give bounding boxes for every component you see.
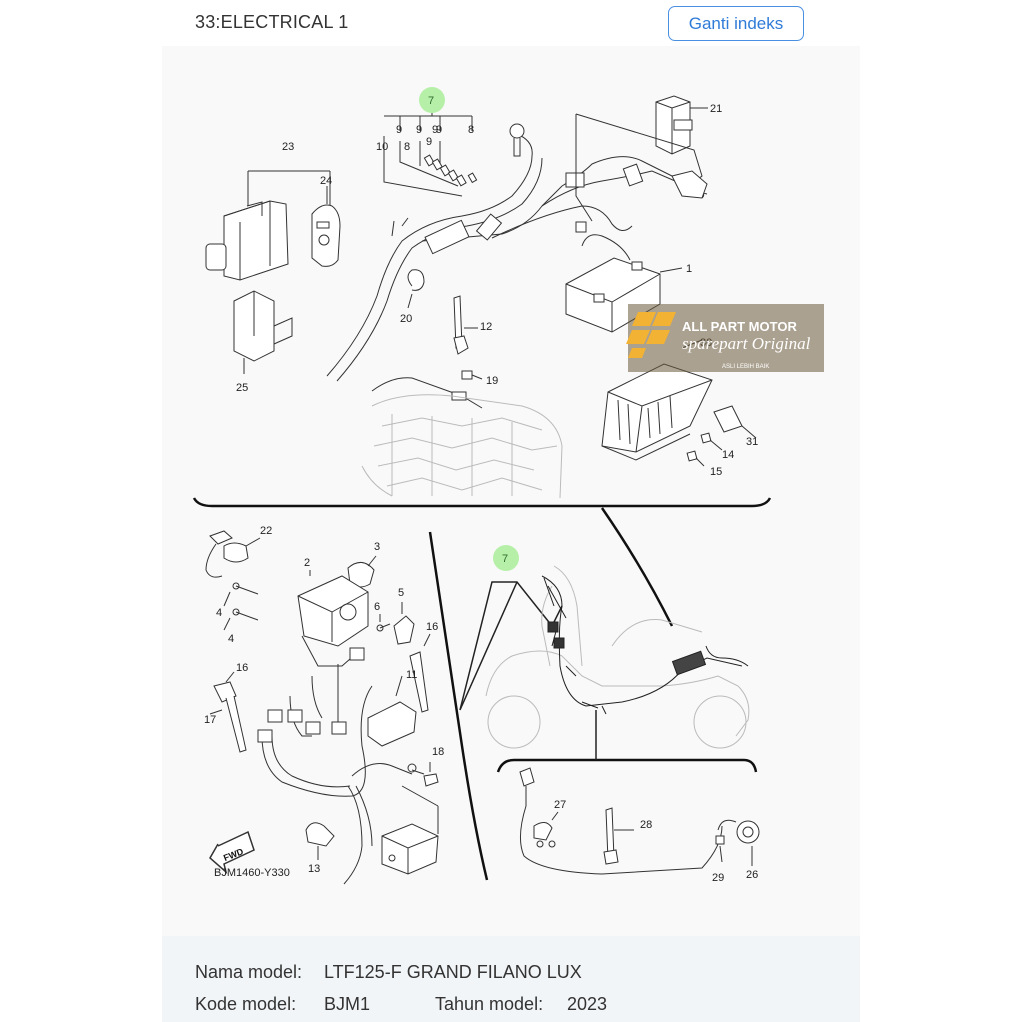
smart-key-fob: [311, 186, 341, 267]
model-year-value: 2023: [567, 994, 608, 1014]
callout-5[interactable]: 5: [398, 587, 404, 599]
callout-25[interactable]: 25: [236, 382, 248, 394]
callout-26[interactable]: 26: [746, 869, 758, 881]
throttle-sensor: [381, 785, 439, 875]
engine-outline: [361, 394, 563, 499]
callout-29[interactable]: 29: [712, 872, 724, 884]
change-index-button[interactable]: Ganti indeks: [668, 6, 804, 41]
model-code-value: BJM1: [324, 994, 371, 1014]
model-year-label: Tahun model:: [435, 994, 544, 1014]
watermark-sub: sparepart Original: [682, 334, 811, 353]
connector-set: [423, 154, 478, 187]
model-name-value: LTF125-F GRAND FILANO LUX: [324, 962, 582, 982]
throttle-body: [297, 570, 369, 667]
callout-8[interactable]: 8: [468, 124, 474, 136]
callout-9[interactable]: 9: [426, 136, 432, 148]
callout-7[interactable]: 7: [428, 95, 434, 107]
relay: [575, 95, 708, 222]
switch-connector: [205, 530, 261, 578]
page-title: 33:ELECTRICAL 1: [195, 12, 349, 32]
callout-15[interactable]: 15: [710, 466, 722, 478]
callout-24[interactable]: 24: [320, 175, 332, 187]
small-parts: [686, 405, 757, 467]
callout-17[interactable]: 17: [204, 714, 216, 726]
scooter-outline: [485, 565, 750, 749]
model-code-row: Kode model: BJM1 Tahun model: 2023: [195, 994, 607, 1015]
fwd-arrow: FWD: [209, 830, 255, 875]
watermark-logo-icon: [626, 312, 676, 358]
model-name-row: Nama model: LTF125-F GRAND FILANO LUX: [195, 962, 582, 983]
exploded-parts-drawing: FWD: [192, 87, 824, 885]
callout-2[interactable]: 2: [304, 557, 310, 569]
callout-9[interactable]: 9: [436, 124, 442, 136]
callout-10[interactable]: 10: [376, 141, 388, 153]
model-info-panel: Nama model: LTF125-F GRAND FILANO LUX Ko…: [162, 936, 860, 1022]
callout-21[interactable]: 21: [710, 103, 722, 115]
callout-9[interactable]: 9: [416, 124, 422, 136]
callout-4[interactable]: 4: [216, 607, 222, 619]
callout-18[interactable]: 18: [432, 746, 444, 758]
section-divider-bottom: [496, 758, 758, 773]
callout-31[interactable]: 31: [746, 436, 758, 448]
highlight-callout-7-harness[interactable]: [493, 545, 519, 571]
wire-harness-lower: [257, 663, 425, 885]
bracket-part: [233, 290, 293, 374]
callout-1[interactable]: 1: [686, 263, 692, 275]
callout-27[interactable]: 27: [554, 799, 566, 811]
callout-16[interactable]: 16: [236, 662, 248, 674]
wire-harness-top: [326, 123, 708, 382]
callout-28[interactable]: 28: [640, 819, 652, 831]
screws: [223, 582, 259, 631]
diagram-code: BJM1460-Y330: [214, 867, 290, 879]
model-code-label: Kode model:: [195, 994, 297, 1014]
section-divider-left: [428, 531, 489, 881]
horn: [715, 819, 760, 866]
ecu-unit: [205, 170, 331, 281]
callout-3[interactable]: 3: [374, 541, 380, 553]
callout-16[interactable]: 16: [426, 621, 438, 633]
callout-12[interactable]: 12: [480, 321, 492, 333]
callout-9[interactable]: 9: [432, 124, 438, 136]
callout-7[interactable]: 7: [502, 553, 508, 565]
watermark-brand: ALL PART MOTOR: [682, 319, 797, 334]
highlight-callout-7-top[interactable]: [419, 87, 445, 113]
parts-diagram: FWD: [162, 46, 860, 936]
callout-11[interactable]: 11: [406, 669, 417, 681]
callout-19[interactable]: 19: [486, 375, 498, 387]
callout-23[interactable]: 23: [282, 141, 294, 153]
callout-13[interactable]: 13: [308, 863, 320, 875]
watermark: ALL PART MOTOR sparepart Original ASLI L…: [626, 304, 824, 372]
sensor-wire: [519, 767, 723, 875]
callout-20[interactable]: 20: [400, 313, 412, 325]
callout-6[interactable]: 6: [374, 601, 380, 613]
model-name-label: Nama model:: [195, 962, 303, 982]
cable-tie: [453, 295, 478, 355]
callout-14[interactable]: 14: [722, 449, 734, 461]
wire-clamp: [407, 269, 425, 309]
callout-9[interactable]: 9: [396, 124, 402, 136]
watermark-tagline: ASLI LEBIH BAIK: [722, 364, 769, 370]
callout-8[interactable]: 8: [404, 141, 410, 153]
scooter-wire-harness: [541, 575, 749, 715]
section-divider-top: [192, 497, 772, 508]
callout-4[interactable]: 4: [228, 633, 234, 645]
bolt: [461, 370, 483, 380]
callout-22[interactable]: 22: [260, 525, 272, 537]
